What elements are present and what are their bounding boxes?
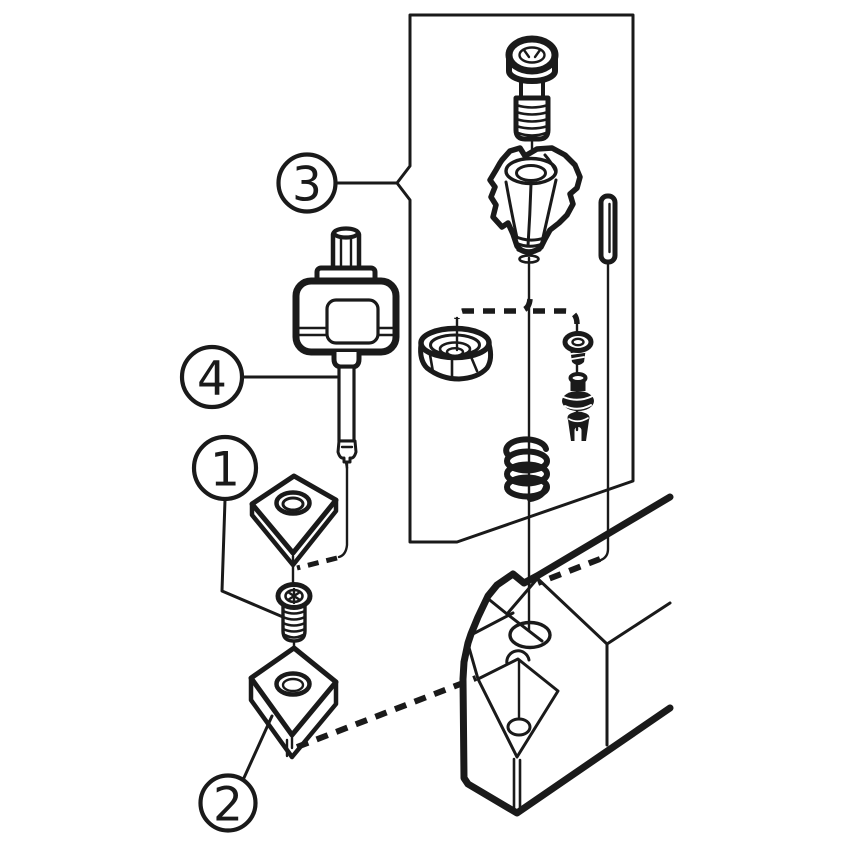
clamp-nose-tip xyxy=(518,254,540,264)
set-screw-head xyxy=(562,331,594,353)
callout-1: 1 xyxy=(191,434,285,619)
anvil-disc xyxy=(562,391,594,411)
torque-key xyxy=(292,226,400,571)
tool-holder xyxy=(459,493,674,817)
shim-to-seat-dashed xyxy=(295,675,478,750)
pocket-wall-edges xyxy=(466,611,544,681)
pin-to-pocket-dashed xyxy=(536,556,602,586)
seat-screw-hole xyxy=(506,717,532,737)
insert-hole-inner xyxy=(281,496,305,512)
key-tip-centerline xyxy=(337,460,349,559)
clamp xyxy=(487,145,583,632)
callout-4-label: 4 xyxy=(197,352,227,407)
branch-to-nut xyxy=(454,298,533,320)
spring-coil-2 xyxy=(504,461,550,487)
callout-2-label: 2 xyxy=(213,778,243,833)
callout-4-bubble xyxy=(179,344,245,410)
callout-3-bubble xyxy=(276,152,338,214)
callout-4: 4 xyxy=(179,344,339,410)
spring-coil-1 xyxy=(504,448,550,474)
key-neck xyxy=(331,349,362,370)
spring-top-coil xyxy=(503,436,549,458)
shim-plate xyxy=(248,645,339,760)
clamp-screw-threads xyxy=(514,103,550,137)
callout-2-leader xyxy=(241,714,274,782)
key-label-panel xyxy=(325,298,380,345)
fork-piece xyxy=(567,411,590,441)
detail-box-outline xyxy=(395,13,635,544)
key-axis-dashed xyxy=(296,555,338,571)
seat-floor xyxy=(476,657,560,759)
shim-hole-inner xyxy=(281,677,305,693)
callout-2: 2 xyxy=(198,714,274,833)
axis-branch-lines xyxy=(454,298,580,325)
insert-screw xyxy=(275,554,313,686)
set-screw-socket xyxy=(571,337,585,347)
pin-body xyxy=(598,193,618,265)
head-corner-edges xyxy=(512,757,522,815)
branch-to-set-screw xyxy=(533,308,580,325)
callout-1-label: 1 xyxy=(210,443,240,498)
small-parts-column xyxy=(562,318,594,441)
key-hex-top xyxy=(331,226,361,240)
key-tip-marks xyxy=(340,445,354,470)
callout-1-leader xyxy=(220,498,285,619)
nut-hole xyxy=(445,347,465,358)
clamp-screw-socket xyxy=(518,46,546,64)
spring-tail xyxy=(527,484,549,502)
clamp-screw xyxy=(505,35,559,152)
pin-centerline xyxy=(599,260,610,562)
clamp-nose-ridges xyxy=(512,234,546,254)
callout-2-bubble xyxy=(198,773,258,833)
clamp-spring xyxy=(503,436,550,502)
key-shaft xyxy=(337,365,356,443)
key-hex-facets xyxy=(339,234,353,270)
clamp-counterbore-inner xyxy=(515,164,547,182)
clamp-ribs xyxy=(504,153,558,248)
anvil-stem-top xyxy=(568,372,588,384)
anvil-disc-band xyxy=(562,395,594,410)
callout-3-label: 3 xyxy=(292,158,322,213)
insert-screw-torx-marks xyxy=(286,587,302,605)
fork-notch xyxy=(568,417,589,423)
detail-box xyxy=(395,13,635,544)
seat-slot-arc xyxy=(505,649,531,666)
key-torx-tip xyxy=(336,439,358,464)
clamp-screw-hole xyxy=(508,620,552,650)
clamp-screw-socket-marks xyxy=(522,48,542,59)
cutting-insert xyxy=(249,473,339,568)
callout-3: 3 xyxy=(276,152,399,214)
clamp-body xyxy=(487,145,583,255)
insert-screw-threads xyxy=(281,609,307,639)
holder-top-ridge xyxy=(535,576,672,646)
clamp-screw-head-top xyxy=(505,35,559,75)
holder-silhouette xyxy=(459,493,674,817)
lock-nut xyxy=(418,316,494,382)
callout-1-bubble xyxy=(191,434,259,502)
dowel-pin xyxy=(598,193,618,562)
